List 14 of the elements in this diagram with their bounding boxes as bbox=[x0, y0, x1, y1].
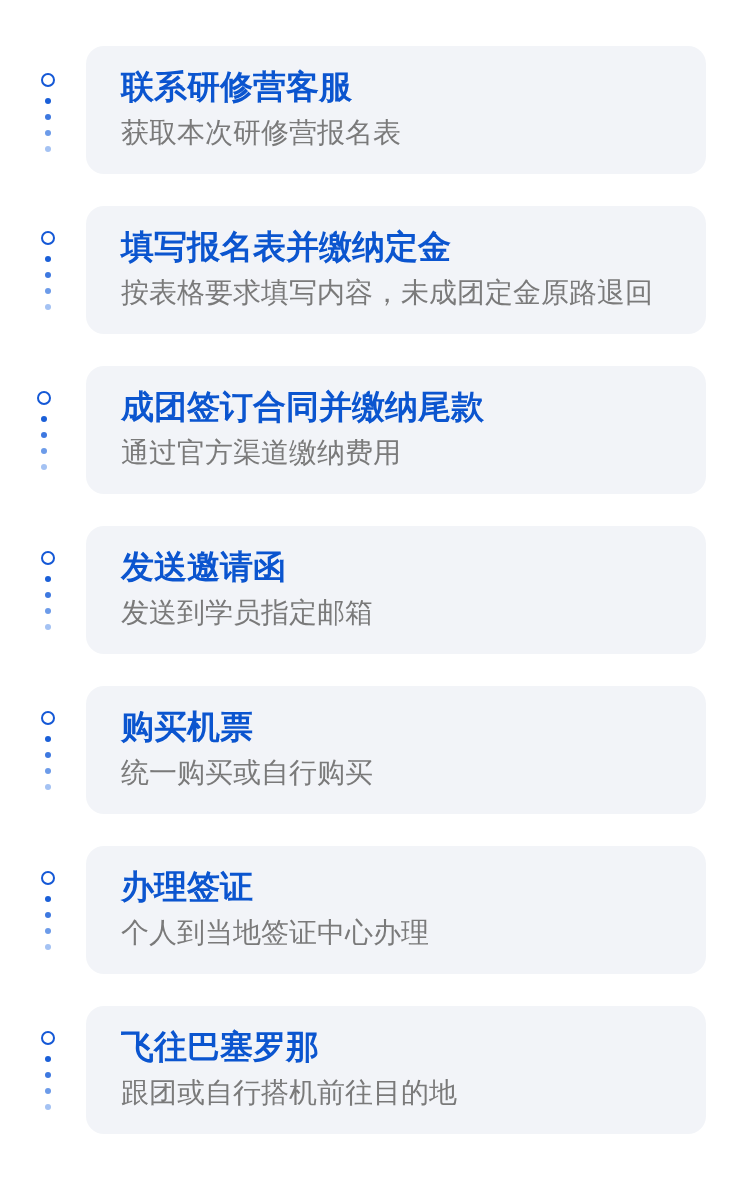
step-description: 个人到当地签证中心办理 bbox=[121, 916, 429, 950]
step-title: 联系研修营客服 bbox=[121, 67, 352, 107]
step-title: 办理签证 bbox=[121, 867, 253, 907]
step-description: 按表格要求填写内容，未成团定金原路退回 bbox=[121, 276, 653, 310]
step-description: 跟团或自行搭机前往目的地 bbox=[121, 1076, 457, 1110]
step-title: 发送邀请函 bbox=[121, 547, 286, 587]
step-title: 购买机票 bbox=[121, 707, 253, 747]
step-description: 通过官方渠道缴纳费用 bbox=[121, 436, 401, 470]
step-title: 成团签订合同并缴纳尾款 bbox=[121, 387, 484, 427]
step-title: 飞往巴塞罗那 bbox=[121, 1027, 319, 1067]
step-title: 填写报名表并缴纳定金 bbox=[121, 227, 451, 267]
step-description: 统一购买或自行购买 bbox=[121, 756, 373, 790]
step-description: 发送到学员指定邮箱 bbox=[121, 596, 373, 630]
step-description: 获取本次研修营报名表 bbox=[121, 116, 401, 150]
